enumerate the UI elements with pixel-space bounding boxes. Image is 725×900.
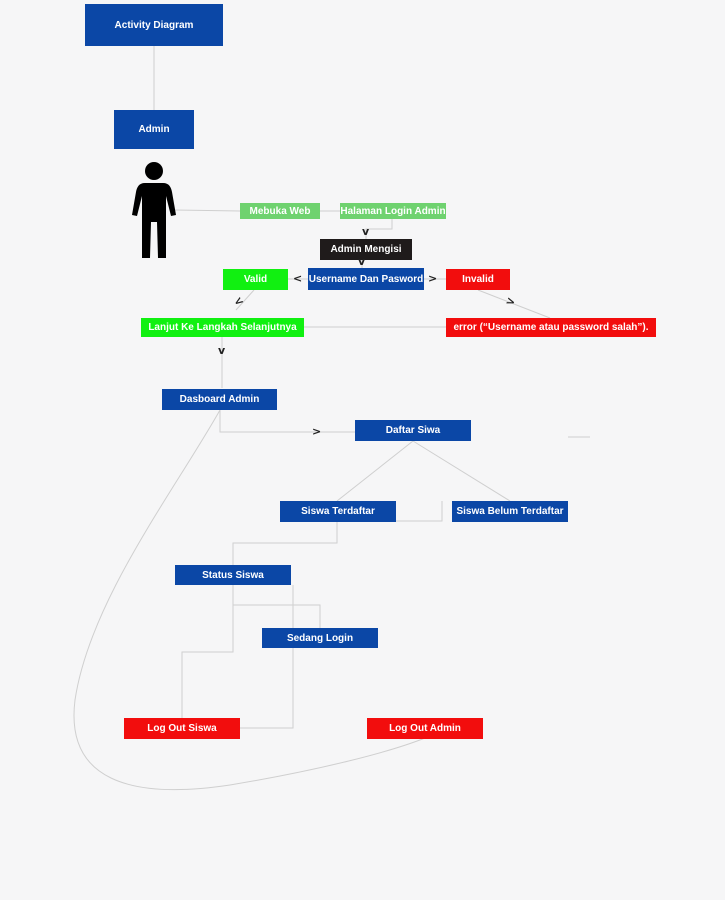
edge-dasboard-daftar xyxy=(219,410,356,433)
logout-admin-node: Log Out Admin xyxy=(367,718,483,739)
edge-daftar-belum xyxy=(412,440,511,502)
arrow-left-valid: < xyxy=(293,272,303,285)
admin-mengisi-node: Admin Mengisi xyxy=(320,239,412,260)
status-siswa-node: Status Siswa xyxy=(175,565,291,585)
valid-node: Valid xyxy=(223,269,288,290)
edge-terdaftar-status xyxy=(232,521,338,565)
invalid-node: Invalid xyxy=(446,269,510,290)
edge-status-logout-siswa xyxy=(240,585,294,729)
admin-node: Admin xyxy=(114,110,194,149)
username-pasword-node: Username Dan Pasword xyxy=(308,268,424,290)
edge-daftar-terdaftar xyxy=(336,440,414,502)
edge-terdaftar-belum xyxy=(396,501,443,522)
arrow-down-mengisi: v xyxy=(358,255,366,268)
daftar-siswa-node: Daftar Siwa xyxy=(355,420,471,441)
arrow-right-error: > xyxy=(504,293,518,310)
mebuka-web-node: Mebuka Web xyxy=(240,203,320,219)
halaman-login-node: Halaman Login Admin xyxy=(340,203,446,219)
arrow-right-invalid: > xyxy=(428,272,438,285)
edge-actor-mebuka xyxy=(174,209,241,212)
logout-siswa-node: Log Out Siswa xyxy=(124,718,240,739)
siswa-terdaftar-node: Siswa Terdaftar xyxy=(280,501,396,522)
edge-halaman-mengisi xyxy=(365,219,393,239)
arrow-right-daftar: > xyxy=(312,425,322,438)
siswa-belum-terdaftar-node: Siswa Belum Terdaftar xyxy=(452,501,568,522)
arrow-left-lanjut: < xyxy=(231,293,247,310)
edge-sedang-logout-siswa xyxy=(181,605,234,718)
arrow-down-halaman: v xyxy=(362,225,370,238)
person-icon xyxy=(132,162,176,258)
dasboard-admin-node: Dasboard Admin xyxy=(162,389,277,410)
edge-status-sedang xyxy=(232,585,321,628)
lanjut-node: Lanjut Ke Langkah Selanjutnya xyxy=(141,318,304,337)
error-message-node: error (“Username atau password salah”). xyxy=(446,318,656,337)
title-node: Activity Diagram xyxy=(85,4,223,46)
arrow-down-dasboard: v xyxy=(218,344,226,357)
sedang-login-node: Sedang Login xyxy=(262,628,378,648)
